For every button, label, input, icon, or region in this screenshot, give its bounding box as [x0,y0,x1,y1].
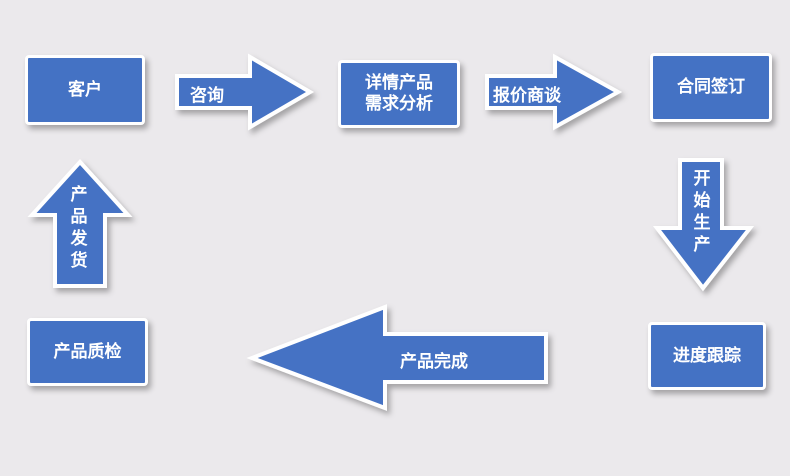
shipping-char: 货 [70,251,88,271]
shipping-char: 发 [70,229,88,249]
step-requirements-line2: 需求分析 [365,94,433,114]
arrow-label-consult: 咨询 [190,86,224,106]
step-contract: 合同签订 [650,53,772,122]
production-char: 生 [693,213,711,233]
production-char: 开 [693,169,711,189]
step-inspection: 产品质检 [27,318,148,386]
shipping-char: 品 [70,207,88,227]
arrow-label-shipping: 产 品 发 货 [69,184,89,272]
arrow-right-quote [485,53,623,131]
production-char: 产 [693,235,711,255]
step-requirements: 详情产品 需求分析 [338,60,460,128]
arrow-label-production: 开 始 生 产 [692,168,712,256]
arrow-label-complete: 产品完成 [400,352,468,372]
shipping-char: 产 [70,185,88,205]
arrow-down-production [652,158,755,292]
arrow-right-consult [175,53,314,131]
arrow-label-quote: 报价商谈 [493,86,561,106]
step-customer: 客户 [25,55,145,125]
production-char: 始 [693,191,711,211]
step-requirements-line1: 详情产品 [365,73,433,93]
step-tracking: 进度跟踪 [648,322,766,390]
arrow-up-shipping [27,159,133,288]
arrow-left-complete [246,304,548,411]
